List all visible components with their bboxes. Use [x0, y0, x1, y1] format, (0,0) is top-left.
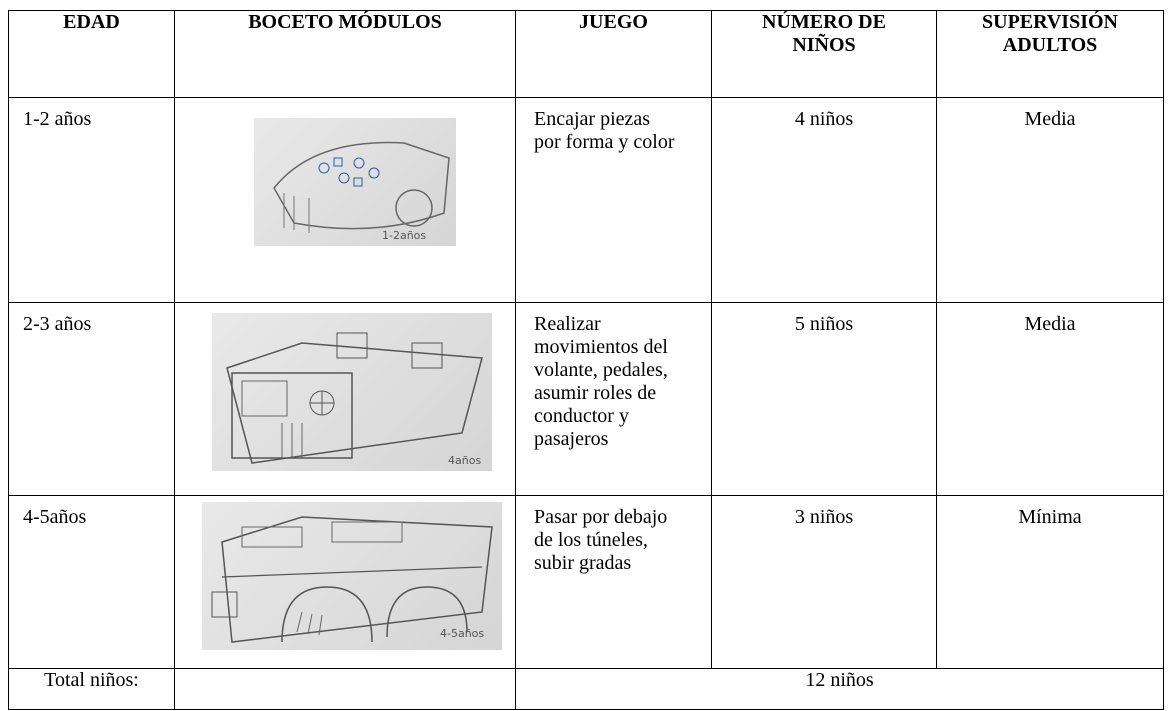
juego-line: pasajeros [534, 428, 609, 450]
juego-line: volante, pedales, [534, 359, 668, 381]
cell-supervision: Media [936, 302, 1164, 496]
cell-numero: 3 niños [711, 495, 937, 669]
cell-edad: 4-5años [8, 495, 175, 669]
sketch-image-4-5: 4-5años [202, 502, 502, 650]
header-numero-line2: NIÑOS [792, 34, 856, 56]
total-label: Total niños: [8, 668, 175, 710]
total-empty-cell [174, 668, 516, 710]
total-row: Total niños: 12 niños [8, 668, 1164, 710]
juego-line: asumir roles de [534, 382, 657, 404]
total-value: 12 niños [515, 668, 1164, 710]
juego-line: subir gradas [534, 552, 632, 574]
juego-line: Realizar [534, 313, 601, 335]
header-row: EDAD BOCETO MÓDULOS JUEGO NÚMERO DE NIÑO… [8, 10, 1164, 98]
header-numero: NÚMERO DE NIÑOS [711, 10, 937, 98]
cell-juego: Pasar por debajo de los túneles, subir g… [515, 495, 712, 669]
juego-line: de los túneles, [534, 529, 648, 551]
table-row: 1-2 años 1-2años Encajar piezas po [8, 97, 1164, 303]
juego-line: por forma y color [534, 131, 675, 153]
juego-line: Encajar piezas [534, 108, 651, 130]
sketch-caption: 1-2años [382, 229, 427, 242]
modules-table: EDAD BOCETO MÓDULOS JUEGO NÚMERO DE NIÑO… [8, 10, 1164, 710]
cell-boceto: 1-2años [174, 97, 516, 303]
cell-numero: 4 niños [711, 97, 937, 303]
header-boceto: BOCETO MÓDULOS [174, 10, 516, 98]
table-row: 2-3 años 4años Realizar movimientos del [8, 302, 1164, 496]
cell-boceto: 4-5años [174, 495, 516, 669]
cell-boceto: 4años [174, 302, 516, 496]
header-supervision-line1: SUPERVISIÓN [982, 11, 1118, 33]
header-juego: JUEGO [515, 10, 712, 98]
sketch-caption: 4años [448, 454, 482, 467]
cell-numero: 5 niños [711, 302, 937, 496]
juego-line: movimientos del [534, 336, 668, 358]
juego-line: conductor y [534, 405, 629, 427]
header-supervision: SUPERVISIÓN ADULTOS [936, 10, 1164, 98]
sketch-image-2-3: 4años [212, 313, 492, 471]
cell-edad: 2-3 años [8, 302, 175, 496]
cell-edad: 1-2 años [8, 97, 175, 303]
header-supervision-line2: ADULTOS [1002, 34, 1098, 56]
juego-line: Pasar por debajo [534, 506, 668, 528]
cell-juego: Encajar piezas por forma y color [515, 97, 712, 303]
header-numero-line1: NÚMERO DE [762, 11, 886, 33]
cell-supervision: Media [936, 97, 1164, 303]
sketch-caption: 4-5años [440, 627, 485, 640]
table-row: 4-5años 4-5años Pasar por debajo de los … [8, 495, 1164, 669]
header-edad: EDAD [8, 10, 175, 98]
sketch-image-1-2: 1-2años [254, 118, 456, 246]
cell-juego: Realizar movimientos del volante, pedale… [515, 302, 712, 496]
cell-supervision: Mínima [936, 495, 1164, 669]
